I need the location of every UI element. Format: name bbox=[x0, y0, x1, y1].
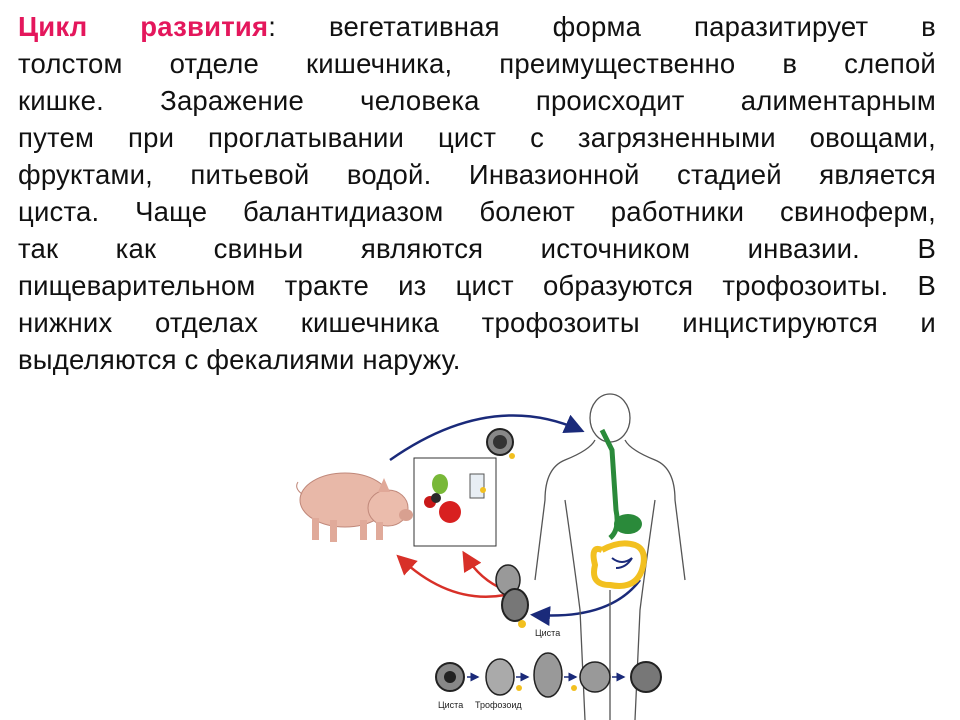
water-glass-icon bbox=[469, 473, 485, 499]
stomach-icon bbox=[614, 514, 642, 534]
life-cycle-svg: Циста bbox=[296, 393, 686, 720]
text-line-10: выделяются с фекалиями наружу. bbox=[18, 344, 461, 375]
text-line-9: нижних отделах кишечника трофозоиты инци… bbox=[18, 307, 936, 338]
text-line-3: кишке. Заражение человека происходит али… bbox=[18, 85, 936, 116]
bottom-label-cyst: Циста bbox=[438, 700, 463, 710]
pear-icon bbox=[432, 474, 448, 494]
cyst-stages-center bbox=[495, 564, 529, 628]
cyst-trophozoite-sequence bbox=[435, 652, 662, 698]
intestine-icon bbox=[590, 540, 647, 589]
term-heading: Цикл развития bbox=[18, 11, 269, 42]
text-line-2: толстом отделе кишечника, преимущественн… bbox=[18, 48, 936, 79]
arrow-cyst-to-pig bbox=[396, 554, 506, 599]
bottom-label-trophozoite: Трофозоид bbox=[475, 700, 522, 710]
text-line-1: Цикл развития: вегетативная форма парази… bbox=[18, 11, 936, 42]
arrow-pig-to-human bbox=[389, 414, 585, 462]
cyst-label: Циста bbox=[535, 628, 560, 638]
text-line-6: циста. Чаще балантидиазом болеют работни… bbox=[18, 196, 936, 227]
body-text: Цикл развития: вегетативная форма парази… bbox=[18, 8, 936, 378]
text-line-7: так как свиньи являются источником инваз… bbox=[18, 233, 936, 264]
cyst-top bbox=[486, 428, 515, 459]
life-cycle-diagram: Циста bbox=[290, 390, 710, 720]
text-line-5: фруктами, питьевой водой. Инвазионной ст… bbox=[18, 159, 936, 190]
text-line-8: пищеварительном тракте из цист образуютс… bbox=[18, 270, 936, 301]
text-line-4: путем при проглатывании цист с загрязнен… bbox=[18, 122, 936, 153]
contaminated-food-box bbox=[413, 457, 497, 547]
pig-illustration bbox=[296, 472, 413, 542]
apple-icon bbox=[439, 501, 461, 523]
arrow-human-to-cyst bbox=[530, 579, 641, 626]
